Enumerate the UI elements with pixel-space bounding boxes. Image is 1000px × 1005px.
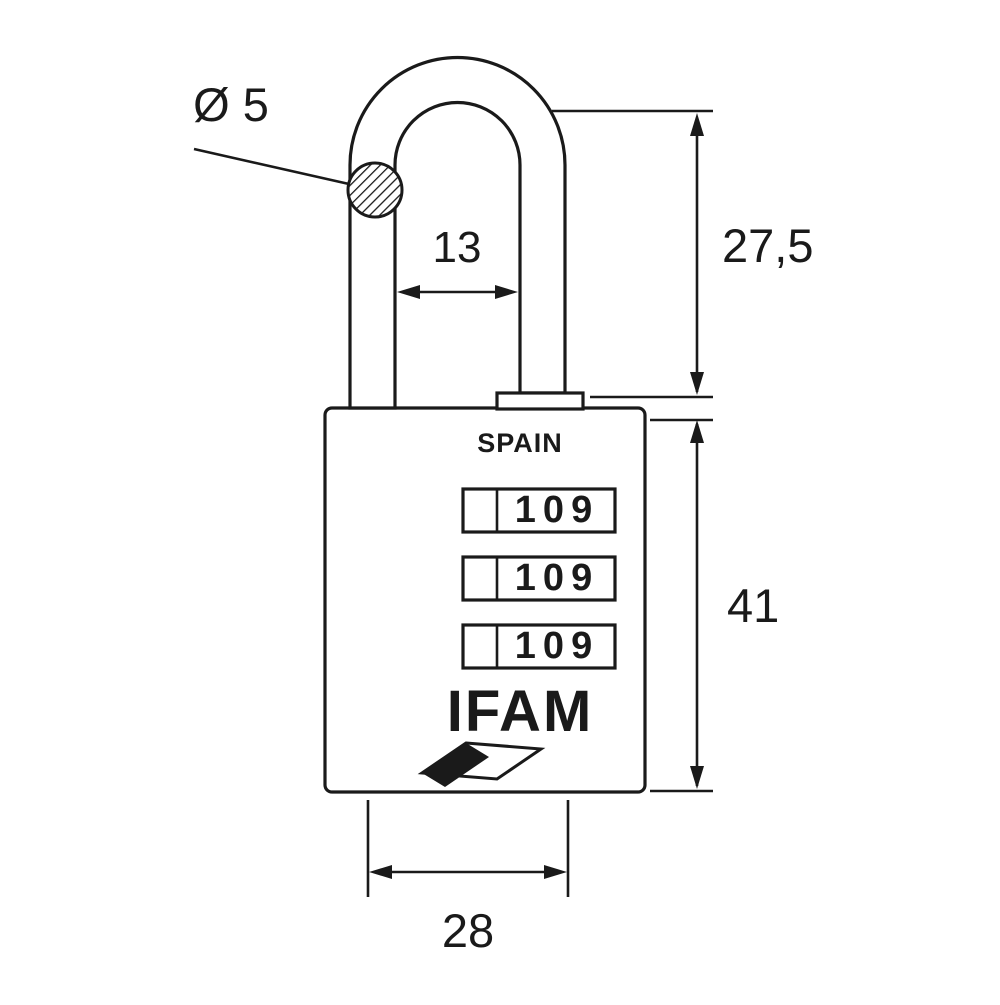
- shackle: [348, 55, 567, 410]
- diameter-leader-line: [193, 147, 350, 186]
- shackle-cross-section: [346, 161, 404, 219]
- dim-shackle-diameter-label: Ø 5: [193, 78, 269, 131]
- dim-shackle-height-label: 27,5: [722, 219, 813, 272]
- dial-window: [461, 555, 617, 602]
- origin-marking: SPAIN: [477, 428, 563, 458]
- dial-digits: 109: [515, 489, 599, 531]
- arrowhead-down-icon: [690, 766, 704, 789]
- dial-digits: 109: [515, 625, 599, 667]
- arrowhead-right-icon: [544, 865, 567, 879]
- dial-window: [461, 623, 617, 670]
- arrowhead-left-icon: [369, 865, 392, 879]
- dial-digits: 109: [515, 557, 599, 599]
- arrowhead-left-icon: [397, 285, 420, 299]
- dial-row: 109: [461, 623, 617, 670]
- arrowhead-down-icon: [690, 372, 704, 395]
- dim-body-height-label: 41: [727, 579, 779, 632]
- dial-window: [461, 487, 617, 534]
- dial-row: 109: [461, 555, 617, 602]
- shackle-collar: [495, 391, 585, 411]
- brand-logo-icon: [417, 741, 546, 787]
- arrowhead-up-icon: [690, 113, 704, 136]
- brand-wordmark: IFAM: [447, 679, 594, 744]
- dim-body-width-label: 28: [442, 904, 494, 957]
- arrowhead-up-icon: [690, 420, 704, 443]
- arrowhead-right-icon: [495, 285, 518, 299]
- dial-row: 109: [461, 487, 617, 534]
- dim-inner-width-label: 13: [433, 223, 482, 272]
